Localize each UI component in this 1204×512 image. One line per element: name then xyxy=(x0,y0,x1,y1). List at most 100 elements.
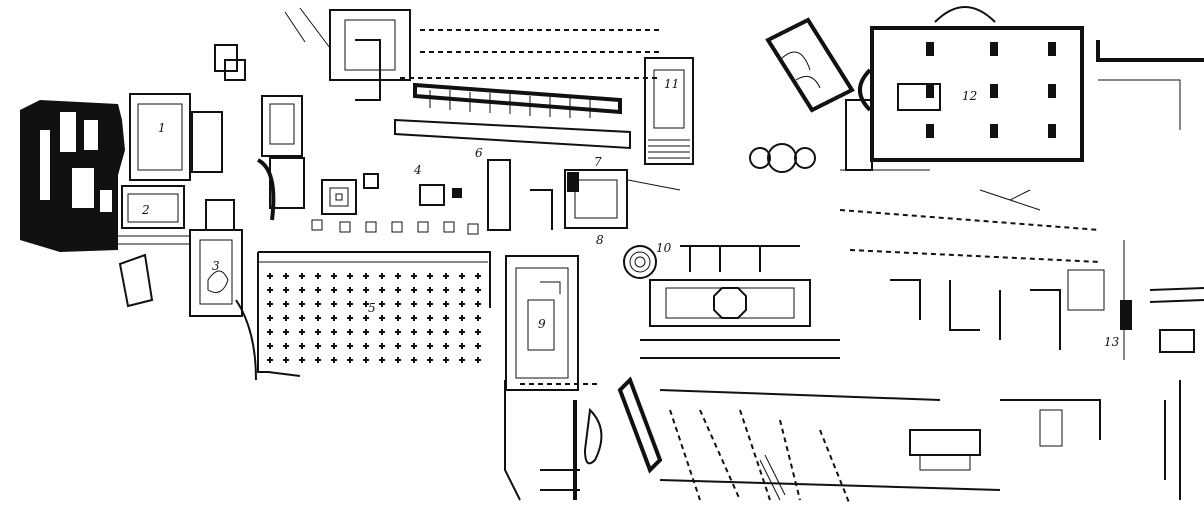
column-base xyxy=(443,343,449,349)
column-base xyxy=(427,273,433,279)
column-base xyxy=(379,273,385,279)
column-base xyxy=(347,343,353,349)
building-5 xyxy=(257,251,491,377)
column-base xyxy=(411,301,417,307)
column-base xyxy=(411,315,417,321)
label-7: 7 xyxy=(594,155,602,169)
column-base xyxy=(283,301,289,307)
label-3: 3 xyxy=(212,259,220,273)
column-base xyxy=(267,287,273,293)
column-base xyxy=(283,315,289,321)
column-base xyxy=(347,357,353,363)
column-base xyxy=(283,343,289,349)
column-base xyxy=(379,343,385,349)
column-base xyxy=(331,357,337,363)
column-base xyxy=(315,273,321,279)
column-base xyxy=(331,301,337,307)
building-11 xyxy=(644,57,694,165)
column-base xyxy=(299,287,305,293)
column-base xyxy=(299,357,305,363)
column-base xyxy=(267,301,273,307)
north-stoa xyxy=(355,29,660,150)
column-base xyxy=(267,329,273,335)
column-base xyxy=(475,287,481,293)
column-base xyxy=(315,343,321,349)
column-base xyxy=(267,315,273,321)
column-base xyxy=(363,273,369,279)
column-base xyxy=(443,315,449,321)
column-base xyxy=(267,343,273,349)
column-base xyxy=(315,301,321,307)
label-5: 5 xyxy=(368,301,376,315)
column-base xyxy=(395,315,401,321)
column-base xyxy=(475,329,481,335)
column-base xyxy=(267,357,273,363)
column-base xyxy=(395,301,401,307)
column-base xyxy=(411,273,417,279)
column-base xyxy=(347,301,353,307)
column-base xyxy=(427,343,433,349)
column-base xyxy=(379,315,385,321)
column-base xyxy=(427,357,433,363)
column-base xyxy=(395,357,401,363)
label-1: 1 xyxy=(158,121,166,135)
label-6: 6 xyxy=(475,146,483,160)
temple-cluster xyxy=(214,7,411,221)
column-base xyxy=(443,273,449,279)
west-complex xyxy=(20,93,223,308)
column-base xyxy=(459,273,465,279)
column-base xyxy=(459,287,465,293)
column-base xyxy=(363,343,369,349)
column-base xyxy=(347,287,353,293)
column-base xyxy=(331,287,337,293)
plan-labels: 1 2 3 4 5 6 7 8 9 10 11 12 13 xyxy=(141,77,1120,349)
column-base xyxy=(475,301,481,307)
column-base xyxy=(283,273,289,279)
column-base xyxy=(315,315,321,321)
label-10: 10 xyxy=(656,241,672,255)
column-base xyxy=(411,329,417,335)
column-base xyxy=(299,301,305,307)
column-base xyxy=(443,301,449,307)
building-3 xyxy=(189,199,257,381)
forum-bases xyxy=(311,159,511,235)
rotunda-cluster xyxy=(749,17,872,173)
column-base xyxy=(475,273,481,279)
column-base xyxy=(475,315,481,321)
label-4: 4 xyxy=(413,163,422,177)
column-base xyxy=(459,357,465,363)
column-base xyxy=(283,357,289,363)
east-edge xyxy=(1096,40,1204,500)
column-base xyxy=(395,329,401,335)
column-base xyxy=(363,301,369,307)
south-quarter xyxy=(504,376,1101,506)
column-base xyxy=(459,329,465,335)
label-2: 2 xyxy=(141,203,150,217)
column-base xyxy=(299,329,305,335)
column-base xyxy=(427,287,433,293)
column-base xyxy=(331,315,337,321)
column-base xyxy=(331,273,337,279)
column-base xyxy=(459,301,465,307)
column-base xyxy=(379,357,385,363)
building-12 xyxy=(840,6,1084,171)
column-base xyxy=(411,287,417,293)
column-base xyxy=(363,329,369,335)
column-base xyxy=(379,287,385,293)
column-base xyxy=(331,343,337,349)
column-base xyxy=(443,287,449,293)
building-7 xyxy=(530,169,681,230)
building-9 xyxy=(505,255,579,391)
building-10 xyxy=(623,245,840,359)
column-base xyxy=(299,315,305,321)
column-base xyxy=(427,315,433,321)
label-9: 9 xyxy=(538,317,546,331)
column-base xyxy=(283,287,289,293)
label-12: 12 xyxy=(962,89,977,103)
column-base xyxy=(443,329,449,335)
column-base xyxy=(475,357,481,363)
column-base xyxy=(363,287,369,293)
label-8: 8 xyxy=(596,233,604,247)
column-base xyxy=(443,357,449,363)
